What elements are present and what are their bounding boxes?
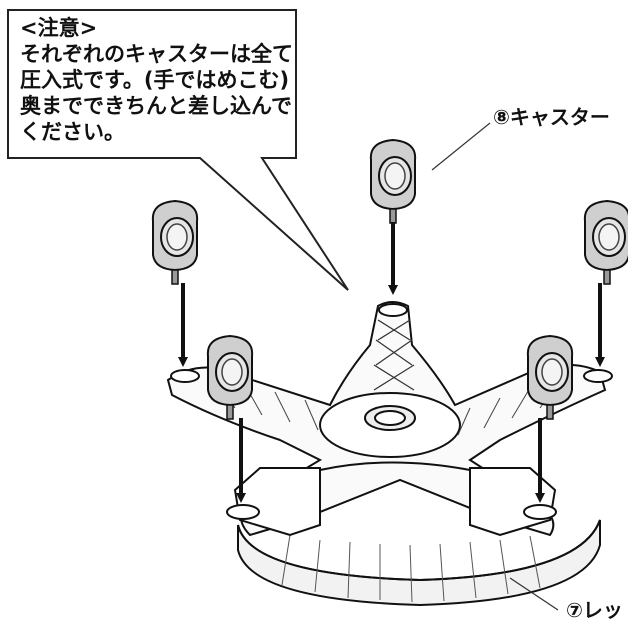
caster-rear	[369, 139, 417, 224]
note-line-2: 圧入式です。(手ではめこむ)	[20, 68, 289, 92]
note-line-4: ください。	[20, 120, 125, 144]
note-callout: <注意> それぞれのキャスターは全て 圧入式です。(手ではめこむ) 奥までできち…	[7, 9, 349, 291]
note-title: <注意>	[20, 16, 97, 40]
insert-arrows	[178, 222, 605, 503]
note-line-1: それぞれのキャスターは全て	[20, 42, 293, 66]
star-base-leg	[166, 301, 613, 607]
caster-callout: ⑧キャスター	[431, 105, 610, 171]
leg-label: ⑦レッ	[566, 598, 623, 622]
note-line-3: 奥までできちんと差し込んで	[20, 94, 292, 118]
caster-label: ⑧キャスター	[493, 105, 610, 129]
caster-left	[151, 200, 199, 285]
caster-right	[583, 200, 628, 285]
leg-callout: ⑦レッ	[509, 577, 623, 622]
